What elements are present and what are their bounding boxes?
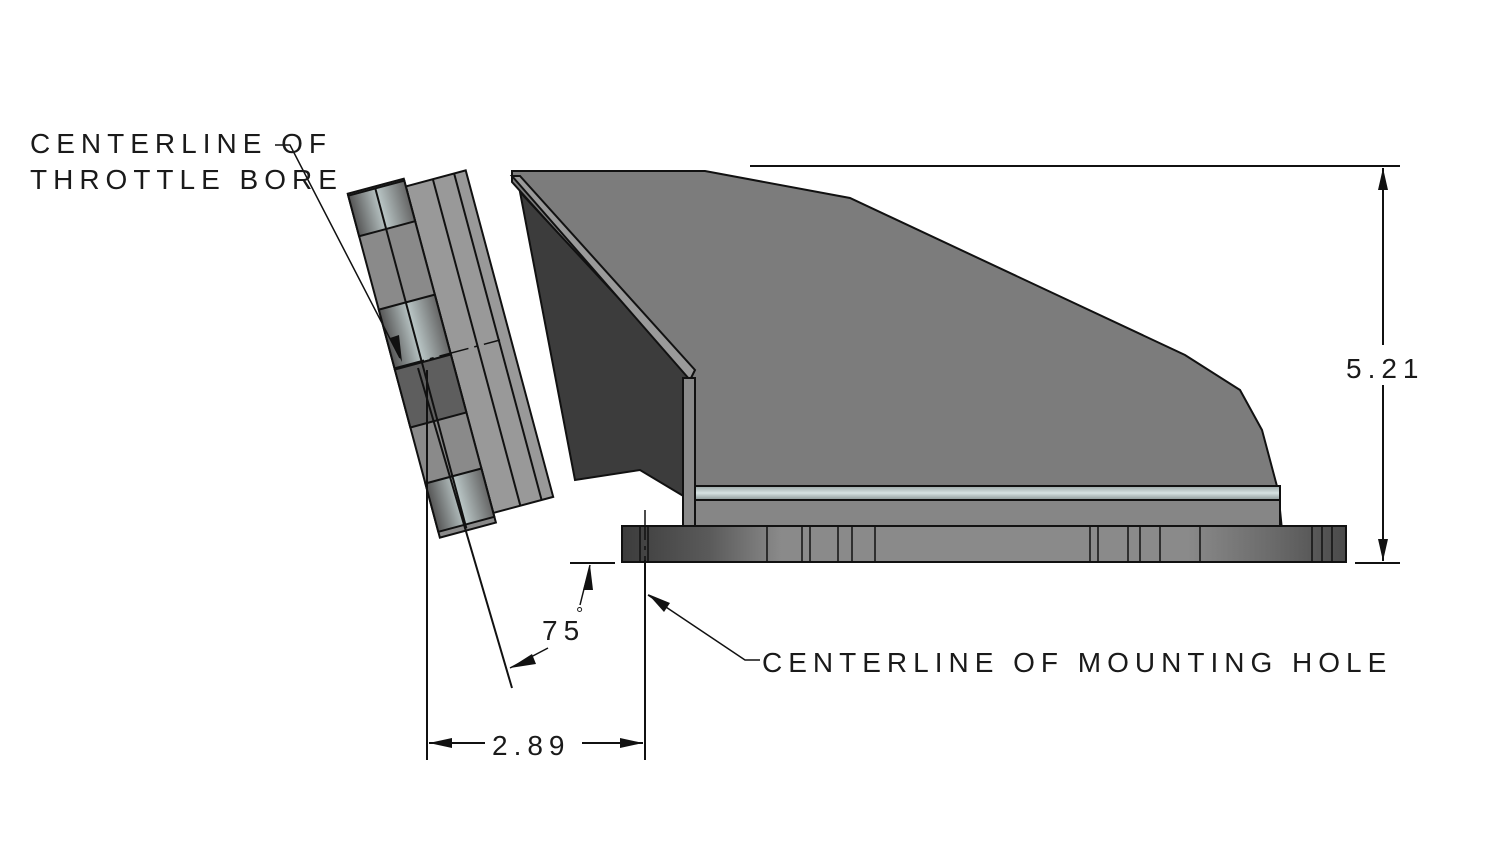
arrow-angle-bottom-icon	[510, 654, 536, 668]
elbow-wall	[682, 377, 696, 529]
throttle-adapter	[346, 169, 555, 539]
height-dimension-value: 5.21	[1346, 353, 1425, 384]
throttle-bore-label-line1: CENTERLINE OF	[30, 128, 332, 159]
base-flange	[621, 525, 1347, 563]
offset-dimension: 2.89	[426, 370, 646, 761]
height-dimension: 5.21	[750, 165, 1425, 564]
arrow-right-icon	[620, 738, 643, 748]
flange-slots	[639, 526, 1333, 562]
throttle-bore-centerline	[394, 339, 501, 369]
offset-dimension-value: 2.89	[492, 730, 571, 761]
throttle-bore-callout: CENTERLINE OF THROTTLE BORE	[30, 128, 402, 362]
angle-dimension-value: 75	[542, 615, 585, 646]
leader-arrow-icon	[390, 335, 402, 362]
leader-arrow-icon	[648, 594, 670, 612]
arrow-down-icon	[1378, 539, 1388, 561]
body-lower-band	[694, 499, 1281, 529]
body-highlight-stripe	[694, 485, 1281, 501]
elbow-rim	[509, 175, 697, 382]
elbow-part	[346, 169, 1347, 563]
angle-degree-symbol: °	[576, 604, 589, 624]
arrow-angle-top-icon	[583, 565, 593, 590]
angle-dimension: 75 °	[417, 367, 615, 689]
arrow-up-icon	[1378, 168, 1388, 190]
mounting-hole-callout: CENTERLINE OF MOUNTING HOLE	[647, 594, 1392, 678]
mounting-hole-label: CENTERLINE OF MOUNTING HOLE	[762, 647, 1392, 678]
throttle-bore-label-line2: THROTTLE BORE	[30, 164, 343, 195]
arrow-left-icon	[429, 738, 452, 748]
